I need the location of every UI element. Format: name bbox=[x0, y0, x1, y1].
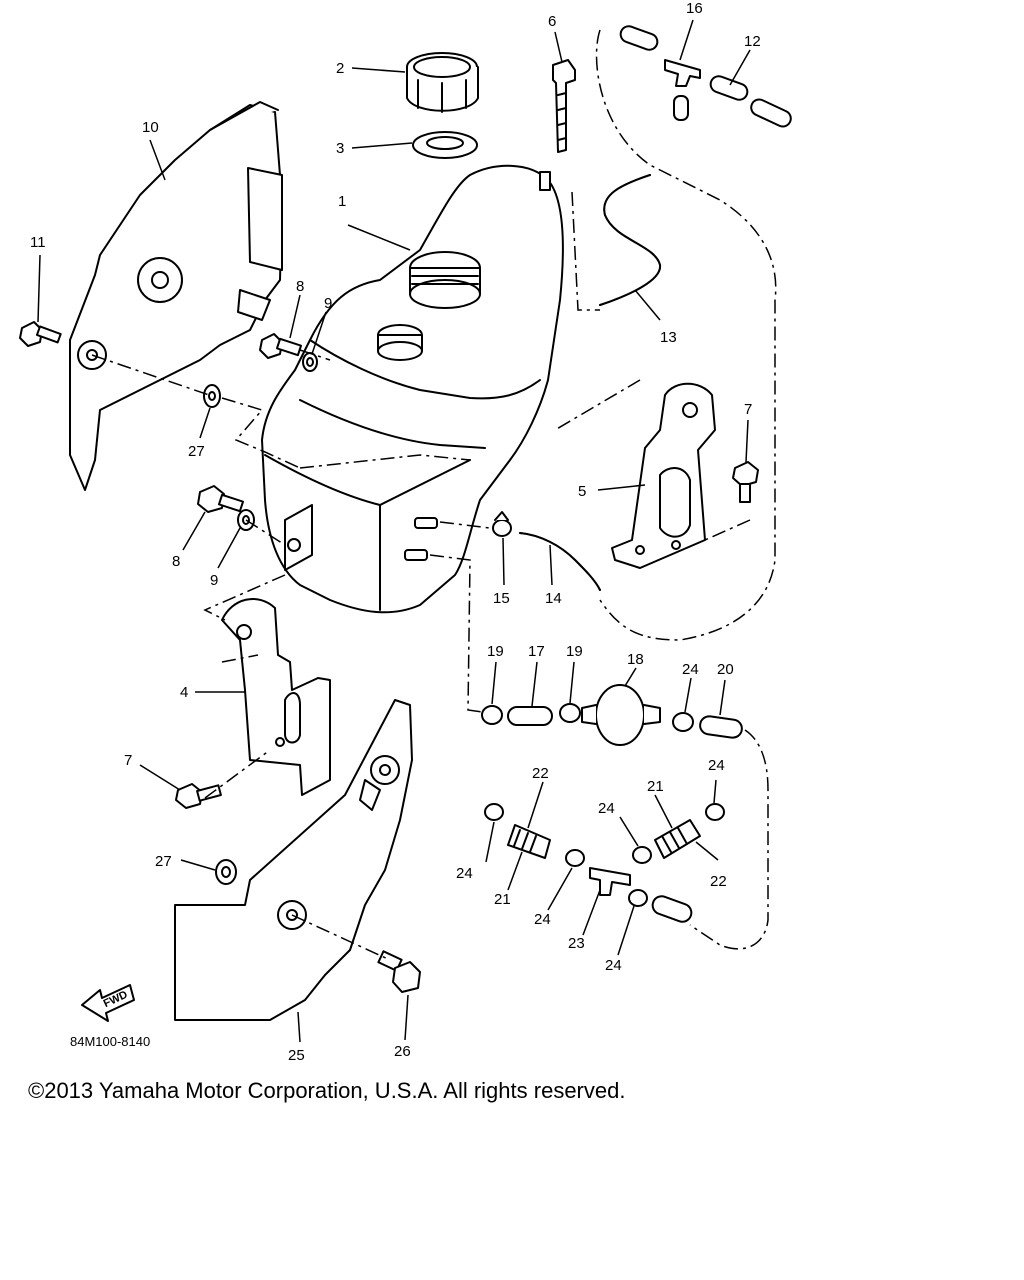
leader-lines bbox=[37, 19, 751, 1043]
hose-20 bbox=[699, 715, 743, 739]
clip-24-b bbox=[565, 849, 585, 867]
callout-21-right: 21 bbox=[647, 778, 664, 795]
fuel-hose-14 bbox=[519, 532, 601, 591]
routing-lines bbox=[91, 29, 777, 961]
callout-22-left: 22 bbox=[532, 765, 549, 782]
callout-24-right-top: 24 bbox=[708, 757, 725, 774]
callout-24-left: 24 bbox=[456, 865, 473, 882]
fuel-filter-18 bbox=[581, 684, 661, 746]
callout-23: 23 bbox=[568, 935, 585, 952]
copyright-notice: ©2013 Yamaha Motor Corporation, U.S.A. A… bbox=[28, 1078, 626, 1103]
callout-labels: 1 2 3 6 16 12 13 10 11 8 9 27 8 9 5 7 15… bbox=[30, 0, 761, 1064]
bolt-11 bbox=[19, 321, 62, 347]
joint-23 bbox=[589, 867, 631, 896]
cap-gasket bbox=[412, 131, 478, 159]
callout-20: 20 bbox=[717, 661, 734, 678]
callout-1: 1 bbox=[338, 193, 346, 210]
callout-24-filter: 24 bbox=[682, 661, 699, 678]
callout-8-upper: 8 bbox=[296, 278, 304, 295]
callout-9-upper: 9 bbox=[324, 295, 332, 312]
washer-27-lower bbox=[215, 859, 237, 885]
clip-19-left bbox=[481, 705, 503, 725]
callout-22-right: 22 bbox=[710, 873, 727, 890]
callout-27-upper: 27 bbox=[188, 443, 205, 460]
callout-19-left: 19 bbox=[487, 643, 504, 660]
fuel-tank bbox=[261, 164, 564, 614]
drawing-code: 84M100-8140 bbox=[70, 1034, 150, 1049]
callout-3: 3 bbox=[336, 140, 344, 157]
parts-diagram: 1 2 3 6 16 12 13 10 11 8 9 27 8 9 5 7 15… bbox=[19, 0, 792, 1064]
breather-hose bbox=[599, 174, 662, 306]
callout-7-left: 7 bbox=[124, 752, 132, 769]
clip-24-c bbox=[632, 846, 652, 864]
washer-9-upper bbox=[302, 352, 318, 372]
bracket-4 bbox=[221, 598, 331, 796]
callout-4: 4 bbox=[180, 684, 188, 701]
clip-24-e bbox=[628, 889, 648, 907]
callout-10: 10 bbox=[142, 119, 159, 136]
hose-21-22-right bbox=[654, 819, 701, 859]
callout-14: 14 bbox=[545, 590, 562, 607]
callout-9-lower: 9 bbox=[210, 572, 218, 589]
clip-24-d bbox=[705, 803, 725, 821]
callout-24-center: 24 bbox=[598, 800, 615, 817]
callout-7-right: 7 bbox=[744, 401, 752, 418]
bolt-8-lower bbox=[197, 485, 245, 513]
callout-12: 12 bbox=[744, 33, 761, 50]
bolt-7-right bbox=[732, 461, 759, 503]
forward-arrow bbox=[81, 984, 135, 1022]
callout-19-right: 19 bbox=[566, 643, 583, 660]
hose-lower-right bbox=[651, 895, 693, 923]
side-cover-right bbox=[174, 699, 413, 1021]
bolt-26 bbox=[377, 950, 421, 993]
callout-24-lower-right: 24 bbox=[605, 957, 622, 974]
callout-16: 16 bbox=[686, 0, 703, 17]
tank-nipples bbox=[404, 517, 438, 561]
callout-6: 6 bbox=[548, 13, 556, 30]
hose-17 bbox=[507, 706, 553, 726]
fuel-cap bbox=[406, 52, 479, 113]
callout-18: 18 bbox=[627, 651, 644, 668]
hose-clip bbox=[552, 59, 576, 153]
clip-19-right bbox=[559, 703, 581, 723]
clip-24-a bbox=[484, 803, 504, 821]
callout-13: 13 bbox=[660, 329, 677, 346]
callout-17: 17 bbox=[528, 643, 545, 660]
callout-15: 15 bbox=[493, 590, 510, 607]
callout-26: 26 bbox=[394, 1043, 411, 1060]
bolt-7-left bbox=[175, 783, 222, 809]
hose-21-22-left bbox=[507, 824, 551, 859]
callout-11: 11 bbox=[30, 234, 46, 251]
vent-pipe-set bbox=[619, 25, 792, 128]
callout-25: 25 bbox=[288, 1047, 305, 1064]
callout-5: 5 bbox=[578, 483, 586, 500]
bracket-5 bbox=[611, 382, 716, 569]
clip-15 bbox=[492, 511, 512, 537]
washer-27-upper bbox=[203, 384, 221, 408]
callout-21-left: 21 bbox=[494, 891, 511, 908]
callout-8-lower: 8 bbox=[172, 553, 180, 570]
callout-2: 2 bbox=[336, 60, 344, 77]
side-cover-left bbox=[69, 101, 283, 491]
clip-24-filter bbox=[672, 712, 694, 732]
callout-24-lower-left: 24 bbox=[534, 911, 551, 928]
bolt-8-upper bbox=[259, 333, 303, 359]
callout-27-lower: 27 bbox=[155, 853, 172, 870]
